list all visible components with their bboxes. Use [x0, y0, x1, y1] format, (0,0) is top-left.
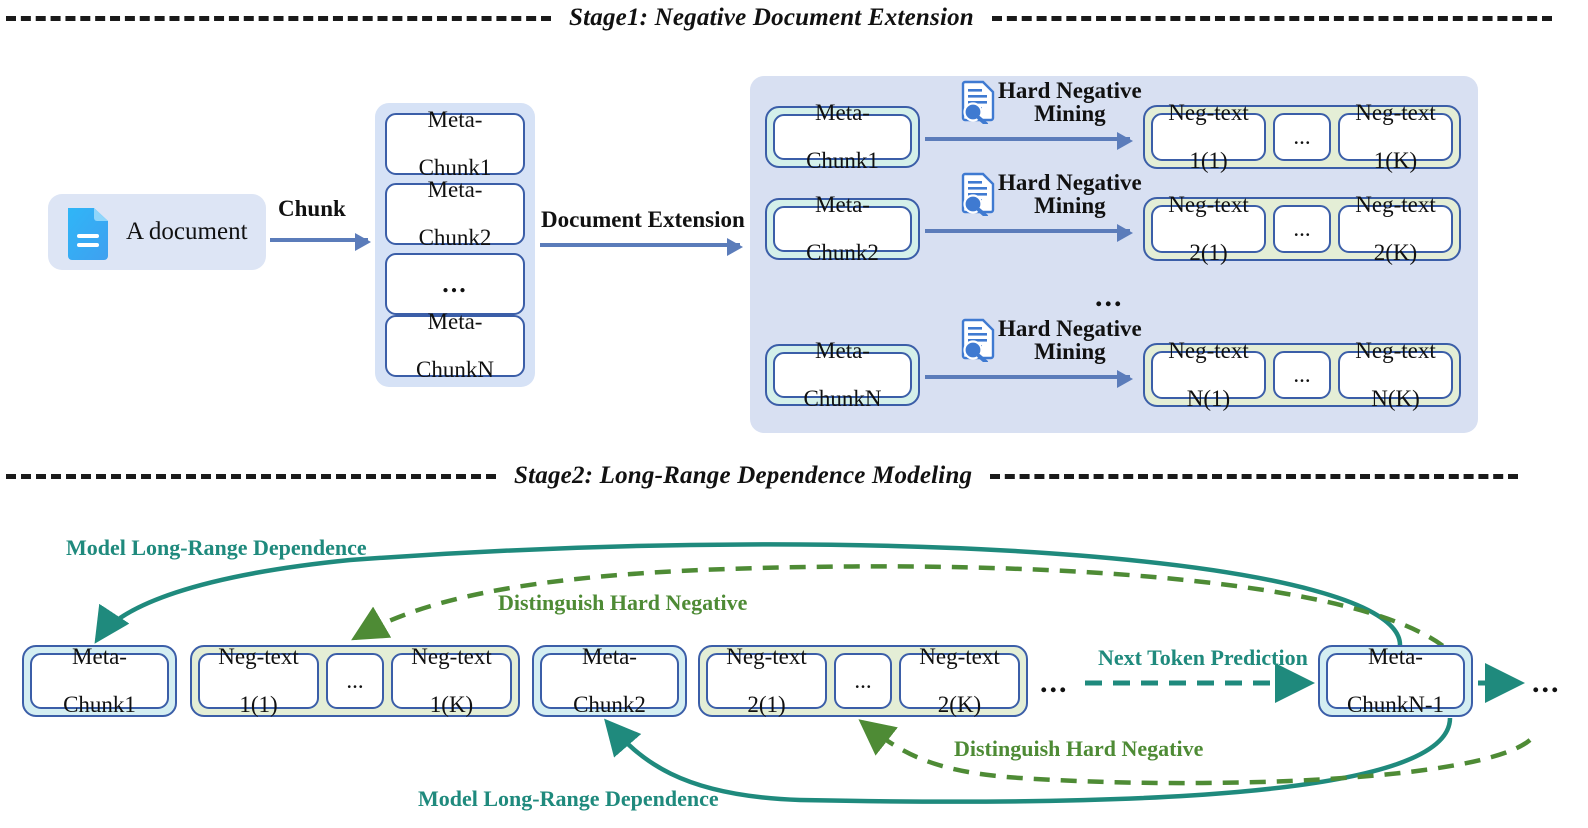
neg-text-n-1[interactable]: Neg-text N(1)	[1151, 338, 1266, 411]
panel-chunk-1-line1: Meta-	[815, 99, 870, 125]
s2-neg-text-2-k[interactable]: Neg-text 2(K)	[899, 644, 1020, 717]
panel-chunk-2-line1: Meta-	[815, 191, 870, 217]
s2-neg-text-2-1[interactable]: Neg-text 2(1)	[706, 644, 827, 717]
document-search-icon-3	[957, 318, 999, 364]
s2-mid-ellipsis: ...	[1040, 666, 1069, 699]
neg-group-2-ellipsis: ...	[1273, 205, 1331, 253]
neg-group-2: Neg-text 2(1) ... Neg-text 2(K)	[1143, 192, 1461, 265]
chunk-box-1-line1: Meta-	[427, 106, 483, 132]
s2-neg-text-1-1[interactable]: Neg-text 1(1)	[198, 644, 319, 717]
document-search-icon	[957, 80, 999, 126]
mining-arrow-2	[925, 224, 1133, 242]
chunk-box-n[interactable]: Meta- ChunkN	[385, 309, 525, 382]
panel-chunk-n-line2: ChunkN	[803, 386, 882, 412]
hard-negative-mining-label-2: Hard Negative Mining	[998, 170, 1142, 219]
document-extension-label: Document Extension	[541, 207, 745, 232]
s2-neg-group-1-ellipsis: ...	[326, 653, 384, 709]
panel-chunk-n-line1: Meta-	[815, 337, 870, 363]
s2-neg-group-2: Neg-text 2(1) ... Neg-text 2(K)	[698, 644, 1028, 717]
hard-negative-mining-label-3: Hard Negative Mining	[998, 316, 1142, 365]
stage1-title: Stage1: Negative Document Extension	[569, 4, 974, 31]
source-document-label: A document	[126, 218, 248, 245]
neg-group-1: Neg-text 1(1) ... Neg-text 1(K)	[1143, 100, 1461, 173]
next-token-prediction-label: Next Token Prediction	[1098, 645, 1308, 670]
neg-text-1-k[interactable]: Neg-text 1(K)	[1338, 100, 1453, 173]
chunk-box-1-line2: Chunk1	[418, 155, 492, 181]
neg-text-2-k[interactable]: Neg-text 2(K)	[1338, 192, 1453, 265]
chunk-box-n-line1: Meta-	[427, 308, 483, 334]
label-model-long-range-top: Model Long-Range Dependence	[66, 535, 367, 560]
neg-group-n-ellipsis: ...	[1273, 351, 1331, 399]
label-model-long-range-bottom: Model Long-Range Dependence	[418, 786, 719, 811]
s2-neg-group-2-ellipsis: ...	[834, 653, 892, 709]
document-icon	[64, 204, 112, 260]
stage2-title: Stage2: Long-Range Dependence Modeling	[514, 462, 973, 489]
stage2-dash-left	[6, 473, 496, 479]
s2-chunk-2[interactable]: Meta- Chunk2	[532, 644, 687, 717]
chunk-box-ellipsis: ...	[385, 253, 525, 315]
neg-text-1-1[interactable]: Neg-text 1(1)	[1151, 100, 1266, 173]
s2-neg-group-1: Neg-text 1(1) ... Neg-text 1(K)	[190, 644, 520, 717]
chunk-box-n-line2: ChunkN	[416, 357, 494, 383]
panel-chunk-1-line2: Chunk1	[806, 148, 879, 174]
chunk-box-1[interactable]: Meta- Chunk1	[385, 107, 525, 180]
stage2-header: Stage2: Long-Range Dependence Modeling	[0, 462, 1588, 490]
s2-chunk-1[interactable]: Meta- Chunk1	[22, 644, 177, 717]
label-distinguish-top: Distinguish Hard Negative	[498, 590, 748, 615]
stage1-header: Stage1: Negative Document Extension	[0, 4, 1588, 32]
panel-chunk-1[interactable]: Meta- Chunk1	[765, 100, 920, 173]
chunk-arrow	[270, 233, 371, 251]
chunk-box-2-line2: Chunk2	[418, 225, 492, 251]
neg-text-n-k[interactable]: Neg-text N(K)	[1338, 338, 1453, 411]
stage1-dash-left	[6, 15, 551, 21]
panel-chunk-n[interactable]: Meta- ChunkN	[765, 338, 920, 411]
s2-tail-ellipsis: ...	[1532, 666, 1561, 699]
s2-chunk-n[interactable]: Meta- ChunkN-1	[1318, 644, 1473, 717]
chunk-arrow-label: Chunk	[278, 196, 346, 221]
document-extension-arrow	[540, 238, 743, 256]
chunk-stack: Meta- Chunk1 Meta- Chunk2 ... Meta- Chun…	[375, 103, 535, 387]
panel-row-ellipsis: ...	[1095, 280, 1124, 313]
panel-chunk-2-line2: Chunk2	[806, 240, 879, 266]
label-distinguish-bottom: Distinguish Hard Negative	[954, 736, 1204, 761]
document-search-icon-2	[957, 172, 999, 218]
neg-text-2-1[interactable]: Neg-text 2(1)	[1151, 192, 1266, 265]
source-document-card[interactable]: A document	[48, 194, 266, 270]
chunk-box-2-line1: Meta-	[427, 176, 483, 202]
stage2-dash-right	[990, 473, 1519, 479]
panel-chunk-2[interactable]: Meta- Chunk2	[765, 192, 920, 265]
chunk-box-2[interactable]: Meta- Chunk2	[385, 177, 525, 250]
hard-negative-mining-label-1: Hard Negative Mining	[998, 78, 1142, 127]
neg-group-n: Neg-text N(1) ... Neg-text N(K)	[1143, 338, 1461, 411]
s2-neg-text-1-k[interactable]: Neg-text 1(K)	[391, 644, 512, 717]
mining-arrow-3	[925, 370, 1133, 388]
stage1-dash-right	[991, 15, 1552, 21]
neg-group-1-ellipsis: ...	[1273, 113, 1331, 161]
mining-arrow-1	[925, 132, 1133, 150]
